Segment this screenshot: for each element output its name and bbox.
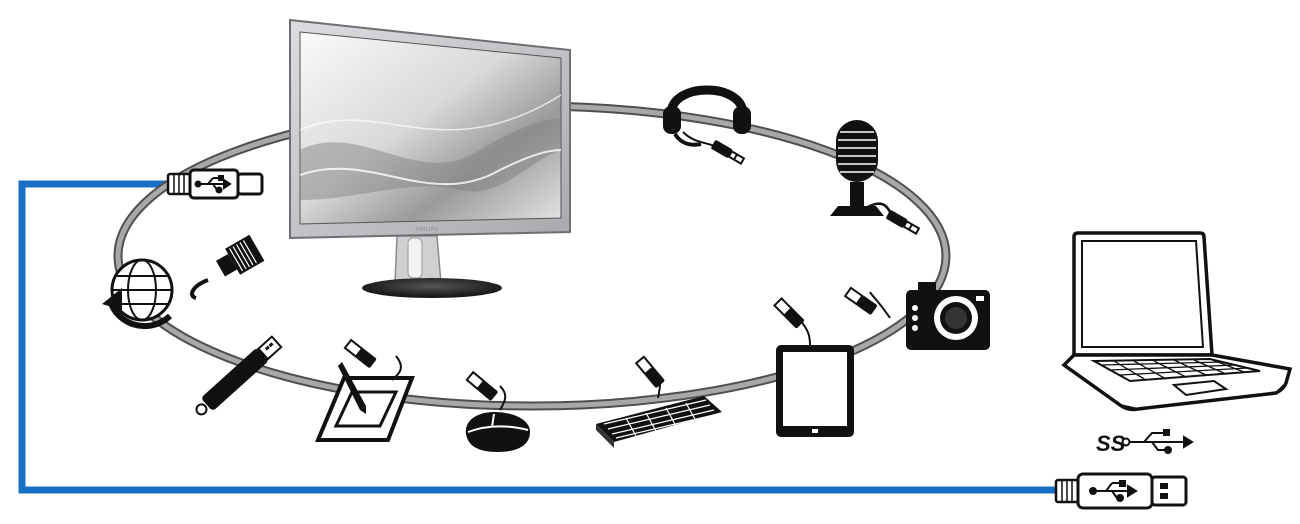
network-globe-icon	[102, 258, 174, 329]
monitor-base	[362, 278, 502, 298]
headset-icon	[663, 85, 751, 165]
camera-icon	[906, 282, 990, 350]
ethernet-plug-icon	[190, 234, 265, 300]
graphics-tablet-usb-plug-icon	[343, 338, 377, 368]
tablet-icon	[776, 345, 854, 437]
keyboard-usb-plug-icon	[634, 355, 665, 388]
laptop-icon	[1061, 231, 1293, 412]
mouse-usb-plug-icon	[465, 370, 498, 401]
usb-upstream-plug-icon	[166, 168, 264, 200]
tablet-usb-plug-icon	[773, 297, 805, 329]
laptop-keyboard	[1090, 357, 1261, 383]
usb-downstream-plug-icon	[1054, 472, 1188, 510]
monitor-brand-label: PHILIPS	[416, 227, 439, 233]
keyboard-icon	[596, 396, 722, 448]
superspeed-label: SS	[1096, 431, 1126, 456]
stylus-pen-icon	[338, 362, 366, 414]
laptop-touchpad	[1171, 379, 1229, 397]
usb-trident-icon	[1121, 429, 1194, 454]
camera-usb-plug-icon	[843, 286, 877, 315]
superspeed-usb-logo: SS	[1096, 429, 1194, 456]
usb-flash-drive-icon	[195, 335, 283, 416]
usb-cable	[18, 180, 1062, 494]
monitor: PHILIPS	[289, 18, 571, 298]
mouse-icon	[465, 412, 530, 452]
microphone-icon	[830, 120, 921, 235]
